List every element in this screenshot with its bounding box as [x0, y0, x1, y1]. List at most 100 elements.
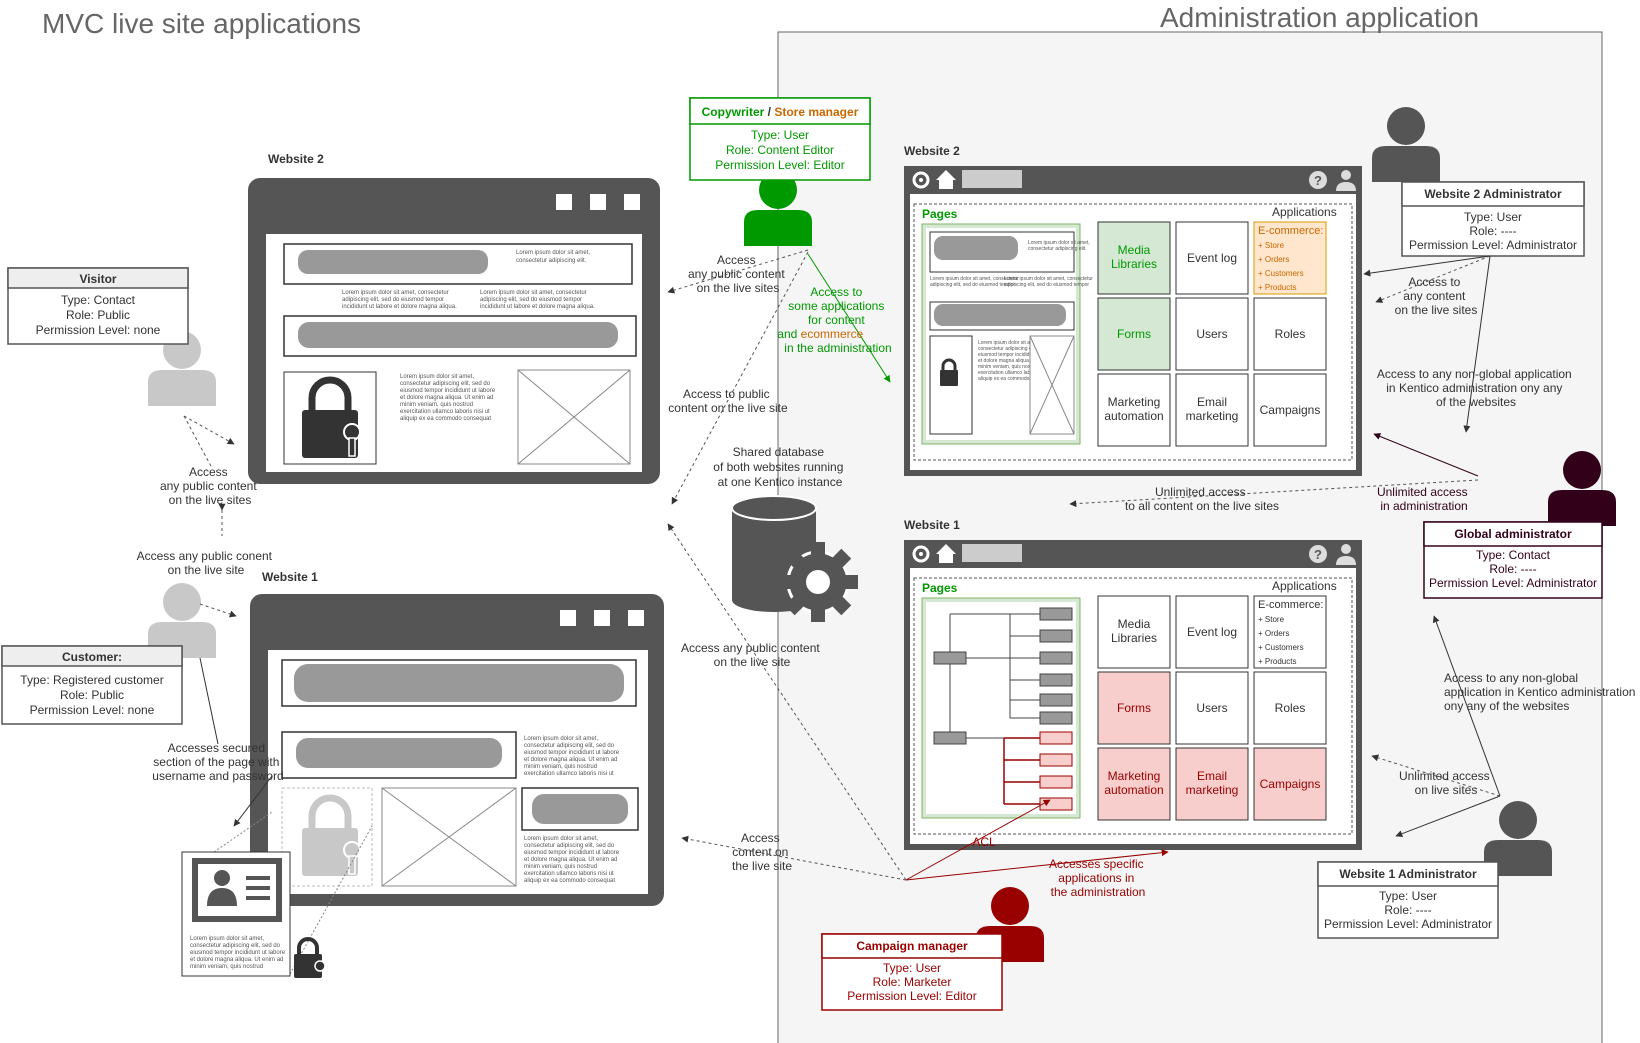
svg-text:Libraries: Libraries — [1111, 257, 1157, 271]
tile-event-log[interactable]: Event log — [1175, 595, 1249, 669]
scribble-heading — [934, 236, 1018, 260]
tile-users[interactable]: Users — [1175, 297, 1249, 371]
user-icon[interactable] — [1336, 544, 1356, 565]
svg-text:E-commerce:: E-commerce: — [1258, 225, 1323, 237]
svg-text:incididunt ut labore et dolore: incididunt ut labore et dolore magna ali… — [342, 304, 457, 310]
svg-text:Lorem ipsum dolor sit amet,: Lorem ipsum dolor sit amet, — [516, 250, 590, 256]
connectors — [183, 249, 1501, 881]
visitor-access-note: Access any public content on the live si… — [160, 465, 260, 507]
tile-forms[interactable]: Forms — [1097, 297, 1171, 371]
svg-text:Type: User: Type: User — [1379, 889, 1437, 903]
svg-text:Copywriter / Store manager: Copywriter / Store manager — [702, 105, 859, 119]
svg-text:?: ? — [1314, 173, 1322, 188]
tile-event-log[interactable]: Event log — [1175, 221, 1249, 295]
svg-text:consectetur adipiscing elit, s: consectetur adipiscing elit, sed do — [400, 381, 491, 387]
tile-ecommerce[interactable]: E-commerce: + Store + Orders + Customers… — [1253, 595, 1327, 669]
svg-text:consectetur adipiscing elit.: consectetur adipiscing elit. — [516, 258, 587, 264]
copywriter-info-box: Copywriter / Store manager Type: User Ro… — [689, 97, 871, 181]
admin-website-2: Website 2 ? Pages Applications Lorem ips… — [904, 144, 1362, 476]
svg-text:Lorem ipsum dolor sit amet, co: Lorem ipsum dolor sit amet, consectetur — [342, 290, 449, 296]
title-admin: Administration application — [1160, 2, 1479, 33]
site-selector[interactable] — [962, 170, 1022, 188]
svg-text:Lorem ipsum dolor sit amet,: Lorem ipsum dolor sit amet, — [1028, 240, 1090, 246]
home-icon[interactable] — [936, 170, 956, 189]
tile-users[interactable]: Users — [1175, 671, 1249, 745]
svg-text:Permission Level: Editor: Permission Level: Editor — [847, 989, 976, 1003]
tile-ecommerce[interactable]: E-commerce: + Store + Orders + Customers… — [1253, 221, 1327, 295]
gear-icon[interactable] — [912, 545, 930, 563]
site2-admin-info-box: Website 2 Administrator Type: User Role:… — [1401, 181, 1585, 257]
scribble-heading — [296, 738, 502, 768]
global-admin-person-icon — [1548, 451, 1616, 526]
gear-icon[interactable] — [912, 171, 930, 189]
image-placeholder — [517, 369, 631, 465]
svg-text:Permission Level: Editor: Permission Level: Editor — [715, 158, 844, 172]
svg-text:Lorem ipsum dolor sit amet,: Lorem ipsum dolor sit amet, — [524, 836, 598, 842]
svg-text:eiusmod tempor incididunt ut l: eiusmod tempor incididunt ut labore — [978, 352, 1057, 358]
pages-label: Pages — [922, 207, 958, 221]
tile-roles[interactable]: Roles — [1253, 297, 1327, 371]
help-icon[interactable]: ? — [1309, 171, 1327, 189]
tile-campaigns[interactable]: Campaigns — [1253, 747, 1327, 821]
svg-text:Lorem ipsum dolor sit amet,: Lorem ipsum dolor sit amet, — [400, 374, 474, 380]
svg-text:eiusmod tempor incididunt ut l: eiusmod tempor incididunt ut labore — [190, 950, 286, 956]
svg-text:Libraries: Libraries — [1111, 631, 1157, 645]
scribble-heading — [298, 250, 488, 274]
svg-text:aliquip ex ea commodo consequa: aliquip ex ea commodo consequat — [400, 416, 491, 422]
lock-icon — [294, 937, 326, 978]
svg-text:minim veniam, quis nostrud: minim veniam, quis nostrud — [400, 402, 473, 408]
svg-text:adipiscing elit, sed do eiusmo: adipiscing elit, sed do eiusmod tempor — [1004, 282, 1089, 288]
tile-roles[interactable]: Roles — [1253, 671, 1327, 745]
window-button — [594, 610, 610, 626]
svg-text:et dolore magna aliqua. Ut eni: et dolore magna aliqua. Ut enim ad — [524, 757, 617, 763]
help-icon[interactable]: ? — [1309, 545, 1327, 563]
svg-text:+ Customers: + Customers — [1258, 269, 1304, 278]
svg-text:eiusmod tempor incididunt ut l: eiusmod tempor incididunt ut labore — [524, 750, 620, 756]
svg-text:Marketing: Marketing — [1108, 769, 1161, 783]
customer-access-note: Access any public conent on the live sit… — [137, 549, 276, 577]
svg-text:Event log: Event log — [1187, 625, 1237, 639]
svg-text:consectetur adipiscing elit.: consectetur adipiscing elit. — [1028, 246, 1087, 252]
svg-text:exercitation ullamco laboris n: exercitation ullamco laboris nisi ut — [400, 409, 490, 415]
applications-label: Applications — [1272, 205, 1337, 219]
svg-text:adipiscing elit, sed do eiusmo: adipiscing elit, sed do eiusmod tempor — [480, 297, 582, 303]
svg-text:Media: Media — [1118, 243, 1151, 257]
svg-text:Role: Public: Role: Public — [60, 688, 124, 702]
svg-text:et dolore magna aliqua. Ut eni: et dolore magna aliqua. Ut enim ad — [524, 857, 617, 863]
svg-text:Roles: Roles — [1275, 327, 1306, 341]
home-icon[interactable] — [936, 544, 956, 563]
svg-text:Marketing: Marketing — [1108, 395, 1161, 409]
live-website-1-label: Website 1 — [262, 570, 318, 584]
site-selector[interactable] — [962, 544, 1022, 562]
svg-text:Visitor: Visitor — [79, 272, 116, 286]
user-icon[interactable] — [1336, 170, 1356, 191]
tile-forms[interactable]: Forms — [1097, 671, 1171, 745]
window-button — [556, 194, 572, 210]
svg-text:exercitation ullamco laboris n: exercitation ullamco laboris nisi ut — [524, 871, 614, 877]
window-button — [624, 194, 640, 210]
site1-admin-info-box: Website 1 Administrator Type: User Role:… — [1317, 861, 1499, 939]
svg-text:consectetur adipiscing elit, s: consectetur adipiscing elit, sed do — [978, 346, 1053, 352]
svg-text:Users: Users — [1196, 327, 1227, 341]
svg-text:Lorem ipsum dolor sit amet,: Lorem ipsum dolor sit amet, — [978, 340, 1040, 346]
site2-admin-person-icon — [1372, 107, 1440, 182]
tile-campaigns[interactable]: Campaigns — [1253, 373, 1327, 447]
svg-text:Email: Email — [1197, 769, 1227, 783]
svg-text:Role: ----: Role: ---- — [1489, 562, 1536, 576]
svg-text:Lorem ipsum dolor sit amet,: Lorem ipsum dolor sit amet, — [524, 736, 598, 742]
svg-text:Type: User: Type: User — [883, 961, 941, 975]
svg-text:Campaigns: Campaigns — [1260, 777, 1321, 791]
title-live-sites: MVC live site applications — [42, 8, 361, 39]
svg-text:Website 1 Administrator: Website 1 Administrator — [1339, 867, 1477, 881]
lock-icon — [940, 358, 958, 386]
svg-text:Media: Media — [1118, 617, 1151, 631]
admin-website-1: Website 1 ? Pages Applications — [904, 518, 1362, 850]
svg-text:Global administrator: Global administrator — [1454, 527, 1572, 541]
applications-label: Applications — [1272, 579, 1337, 593]
